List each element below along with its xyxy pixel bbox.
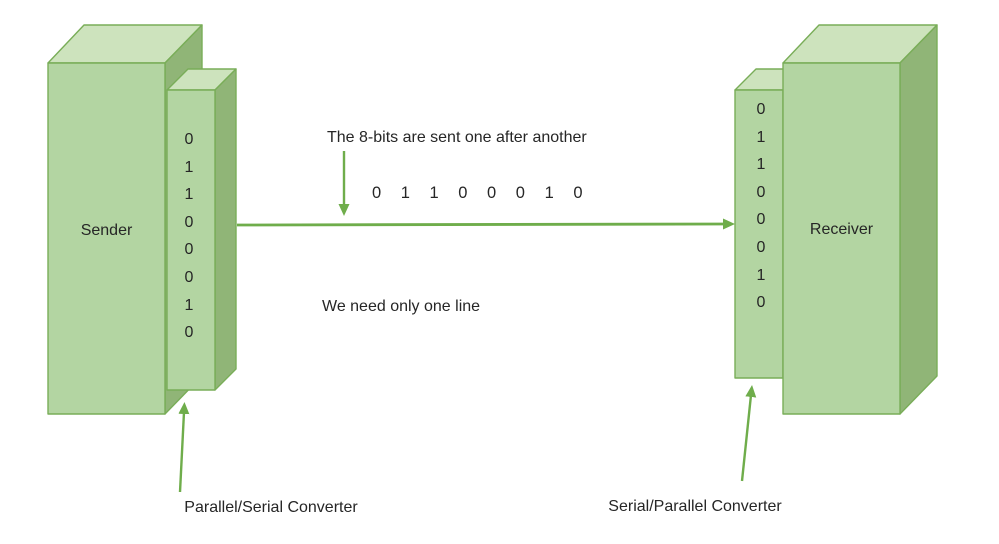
- bit-value: 1: [756, 128, 766, 146]
- sender-converter-front-face: [166, 89, 216, 391]
- bit-value: 0: [184, 213, 194, 231]
- sender-box-front-face: [47, 62, 166, 415]
- sender-bits-column: 0 1 1 0 0 0 1 0: [176, 126, 202, 347]
- sender-converter-box: [166, 68, 237, 391]
- bit-value: 0: [756, 211, 766, 229]
- serial-bits-text: 0 1 1 0 0 0 1 0: [372, 184, 584, 202]
- top-caption: The 8-bits are sent one after another: [327, 129, 587, 146]
- bit-value: 1: [184, 158, 194, 176]
- left-converter-label: Parallel/Serial Converter: [184, 499, 358, 516]
- receiver-box: [782, 24, 938, 415]
- receiver-label: Receiver: [809, 221, 874, 238]
- middle-caption: We need only one line: [322, 298, 481, 315]
- bit-value: 0: [184, 241, 194, 259]
- bit-value: 1: [184, 296, 194, 314]
- bit-value: 1: [184, 186, 194, 204]
- receiver-bits-column: 0 1 1 0 0 0 1 0: [748, 96, 774, 317]
- sender-label: Sender: [80, 222, 133, 239]
- bit-value: 0: [756, 101, 766, 118]
- bit-value: 1: [756, 266, 766, 284]
- bit-value: 0: [184, 324, 194, 342]
- sender-converter-side-face: [214, 68, 237, 391]
- bit-value: 0: [184, 268, 194, 286]
- bit-value: 0: [756, 238, 766, 256]
- serial-line-arrow: [236, 218, 735, 230]
- receiver-box-front-face: [782, 62, 901, 415]
- bit-value: 1: [756, 156, 766, 174]
- bit-value: 0: [756, 183, 766, 201]
- right-converter-label: Serial/Parallel Converter: [608, 498, 782, 515]
- left-converter-arrow-icon: [178, 402, 190, 493]
- receiver-box-side-face: [899, 24, 938, 415]
- bit-value: 0: [756, 294, 766, 312]
- right-converter-arrow-icon: [740, 385, 757, 482]
- bit-value: 0: [184, 131, 194, 148]
